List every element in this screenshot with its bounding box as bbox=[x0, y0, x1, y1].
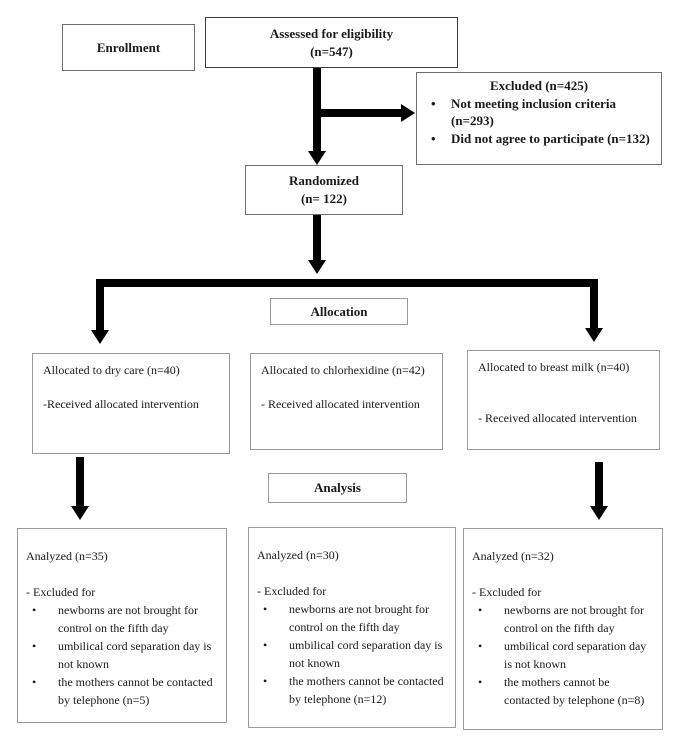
analysis-bullet-list: newborns are not brought for control on … bbox=[472, 601, 654, 709]
excluded-bullet-list: Not meeting inclusion criteria (n=293)Di… bbox=[425, 95, 653, 148]
assessed-line2: (n=547) bbox=[310, 43, 353, 59]
bullet-item: newborns are not brought for control on … bbox=[26, 601, 218, 637]
excluded-for-label: - Excluded for bbox=[472, 585, 542, 599]
assessed-line1: Assessed for eligibility bbox=[269, 25, 394, 41]
allocation-note: -Received allocated intervention bbox=[43, 397, 199, 412]
bullet-item: umbilical cord separation day is not kno… bbox=[26, 637, 218, 673]
analysis-label: Analysis bbox=[314, 480, 361, 496]
bullet-item: newborns are not brought for control on … bbox=[257, 600, 447, 636]
allocation-stage-box: Allocation bbox=[270, 298, 408, 325]
allocation-note: - Received allocated intervention bbox=[261, 397, 420, 412]
analysis-box-chlorhexidine: Analyzed (n=30) - Excluded for newborns … bbox=[248, 527, 456, 728]
enrollment-label: Enrollment bbox=[96, 39, 161, 55]
analysis-box-breast-milk: Analyzed (n=32) - Excluded for newborns … bbox=[463, 528, 663, 730]
excluded-for-label: - Excluded for bbox=[26, 585, 96, 599]
analyzed-count: Analyzed (n=30) bbox=[257, 548, 339, 562]
analysis-bullet-list: newborns are not brought for control on … bbox=[26, 601, 218, 709]
bullet-item: umbilical cord separation day is not kno… bbox=[257, 636, 447, 672]
allocation-box-breast-milk: Allocated to breast milk (n=40) - Receiv… bbox=[467, 350, 660, 450]
bullet-item: the mothers cannot be contacted by telep… bbox=[257, 672, 447, 708]
assessed-box: Assessed for eligibility (n=547) bbox=[205, 17, 458, 68]
allocation-label: Allocation bbox=[310, 303, 368, 319]
randomized-box: Randomized (n= 122) bbox=[245, 165, 403, 215]
analysis-bullet-list: newborns are not brought for control on … bbox=[257, 600, 447, 708]
allocation-box-dry-care: Allocated to dry care (n=40) -Received a… bbox=[32, 353, 230, 454]
randomized-line1: Randomized bbox=[288, 173, 360, 189]
excluded-box: Excluded (n=425) Not meeting inclusion c… bbox=[416, 72, 662, 165]
analyzed-count: Analyzed (n=35) bbox=[26, 549, 108, 563]
bullet-item: umbilical cord separation day is not kno… bbox=[472, 637, 654, 673]
allocation-title: Allocated to breast milk (n=40) bbox=[478, 360, 630, 374]
bullet-item: newborns are not brought for control on … bbox=[472, 601, 654, 637]
analyzed-count: Analyzed (n=32) bbox=[472, 549, 554, 563]
allocation-title: Allocated to chlorhexidine (n=42) bbox=[261, 363, 425, 377]
bullet-item: the mothers cannot be contacted by telep… bbox=[26, 673, 218, 709]
allocation-box-chlorhexidine: Allocated to chlorhexidine (n=42) - Rece… bbox=[250, 353, 443, 450]
enrollment-stage-box: Enrollment bbox=[62, 24, 195, 71]
analysis-box-dry-care: Analyzed (n=35) - Excluded for newborns … bbox=[17, 528, 227, 723]
excluded-for-label: - Excluded for bbox=[257, 584, 327, 598]
allocation-note: - Received allocated intervention bbox=[478, 411, 637, 426]
allocation-title: Allocated to dry care (n=40) bbox=[43, 363, 180, 377]
bullet-item: Not meeting inclusion criteria (n=293) bbox=[425, 95, 653, 130]
excluded-title: Excluded (n=425) bbox=[489, 78, 589, 93]
bullet-item: the mothers cannot be contacted by telep… bbox=[472, 673, 654, 709]
bullet-item: Did not agree to participate (n=132) bbox=[425, 130, 653, 148]
randomized-line2: (n= 122) bbox=[300, 191, 348, 206]
analysis-stage-box: Analysis bbox=[268, 473, 407, 503]
